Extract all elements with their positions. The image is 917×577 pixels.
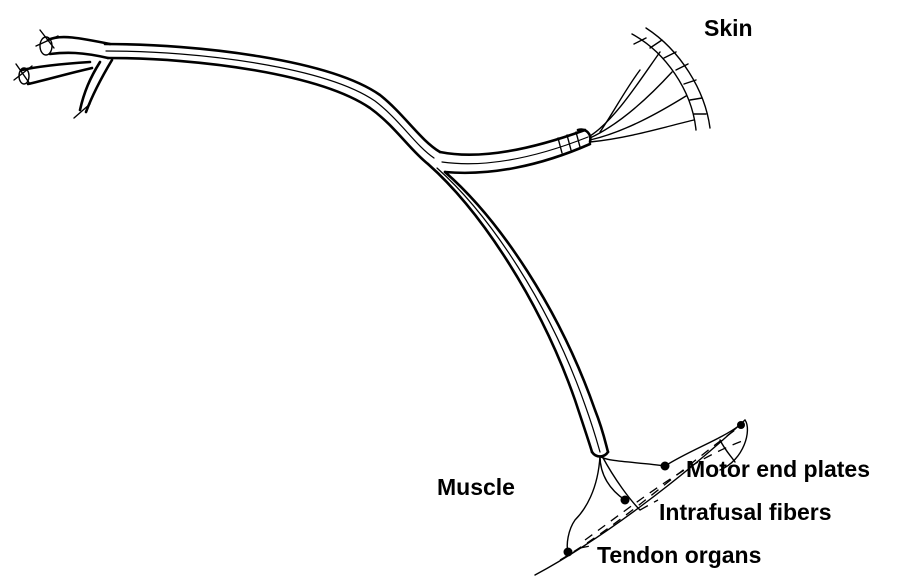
muscle-label: Muscle xyxy=(437,474,515,500)
nerve-branch-muscle xyxy=(428,164,608,457)
nerve-branch-skin xyxy=(440,130,590,173)
tendon-organs-label: Tendon organs xyxy=(597,542,761,568)
motor-end-plate-dot xyxy=(661,462,670,471)
nerve-trunk-upper xyxy=(105,44,440,164)
intrafusal-fibers-label: Intrafusal fibers xyxy=(659,499,832,525)
motor-end-plates-label: Motor end plates xyxy=(686,456,870,482)
spindle-end-dot xyxy=(737,421,745,429)
tendon-organ-dot xyxy=(564,548,573,557)
central-root xyxy=(14,30,112,118)
skin-layer xyxy=(590,28,710,142)
intrafusal-fiber-dot xyxy=(621,496,630,505)
skin-label: Skin xyxy=(704,15,753,41)
